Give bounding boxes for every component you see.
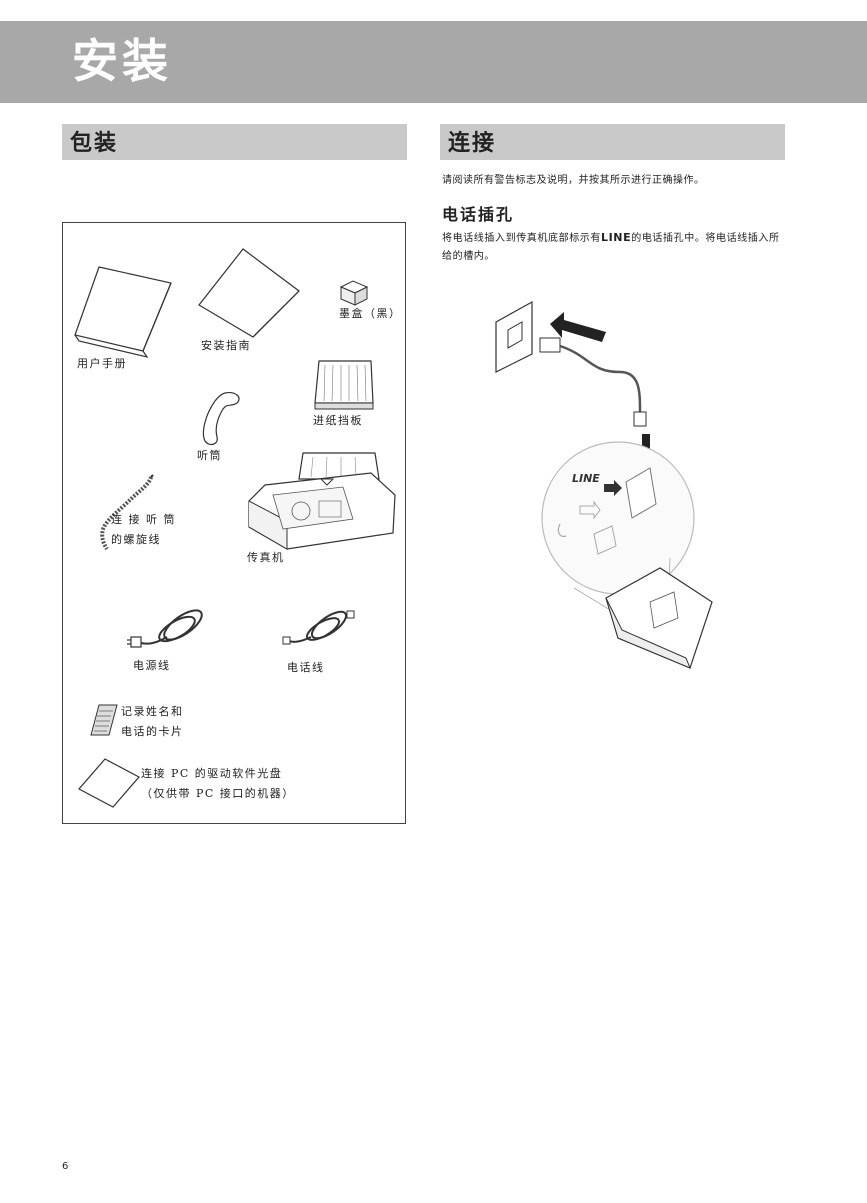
ink-cartridge-icon xyxy=(339,280,369,306)
instructions-text-start: 将电话线插入到传真机底部标示有 xyxy=(442,233,601,244)
connection-intro: 请阅读所有警告标志及说明，并按其所示进行正确操作。 xyxy=(442,175,705,186)
label-power-cord: 电源线 xyxy=(133,659,171,672)
paper-support-icon xyxy=(314,360,374,410)
instructions-text-end: 的电话插孔中。将电话线插入所给的槽内。 xyxy=(442,233,780,262)
chapter-banner: 安装 xyxy=(0,21,867,103)
label-name-card-2: 电话的卡片 xyxy=(121,725,184,738)
label-install-guide: 安装指南 xyxy=(201,339,251,352)
page-number: 6 xyxy=(62,1161,69,1172)
packaging-heading: 包装 xyxy=(70,130,119,156)
phone-cord-icon xyxy=(282,610,355,645)
coiled-cord-icon xyxy=(100,474,154,551)
install-guide-icon xyxy=(198,248,300,338)
chapter-title: 安装 xyxy=(72,34,172,88)
connection-section-header: 连接 xyxy=(440,124,785,160)
label-phone-cord: 电话线 xyxy=(287,661,325,674)
power-cord-icon xyxy=(127,609,203,648)
label-fax-machine: 传真机 xyxy=(247,551,285,564)
name-card-icon xyxy=(90,704,118,736)
label-cd-2: （仅供带 PC 接口的机器） xyxy=(141,787,295,800)
connection-heading: 连接 xyxy=(448,130,497,156)
fax-machine-icon xyxy=(248,452,396,550)
phone-jack-instructions: 将电话线插入到传真机底部标示有LINE的电话插孔中。将电话线插入所给的槽内。 xyxy=(442,229,787,266)
label-coiled-cord-1: 连 接 听 筒 xyxy=(111,513,176,526)
phone-jack-connection-illustration: LINE xyxy=(495,300,713,669)
cd-sleeve-icon xyxy=(78,758,140,808)
package-contents-box: 用户手册 安装指南 墨盒（黑） 听筒 进纸挡板 连 接 听 筒 的螺旋线 xyxy=(62,222,406,824)
label-manual: 用户手册 xyxy=(77,357,127,370)
label-paper-support: 进纸挡板 xyxy=(313,414,363,427)
handset-icon xyxy=(202,392,240,446)
line-label-inline: LINE xyxy=(601,231,632,244)
label-cd-1: 连接 PC 的驱动软件光盘 xyxy=(141,767,283,780)
manual-book-icon xyxy=(74,266,172,358)
label-handset: 听筒 xyxy=(197,449,222,462)
label-coiled-cord-2: 的螺旋线 xyxy=(111,533,161,546)
phone-jack-heading: 电话插孔 xyxy=(442,205,515,224)
label-name-card-1: 记录姓名和 xyxy=(121,705,184,718)
line-label-figure: LINE xyxy=(572,472,600,485)
label-ink-cartridge: 墨盒（黑） xyxy=(339,307,402,320)
packaging-section-header: 包装 xyxy=(62,124,407,160)
